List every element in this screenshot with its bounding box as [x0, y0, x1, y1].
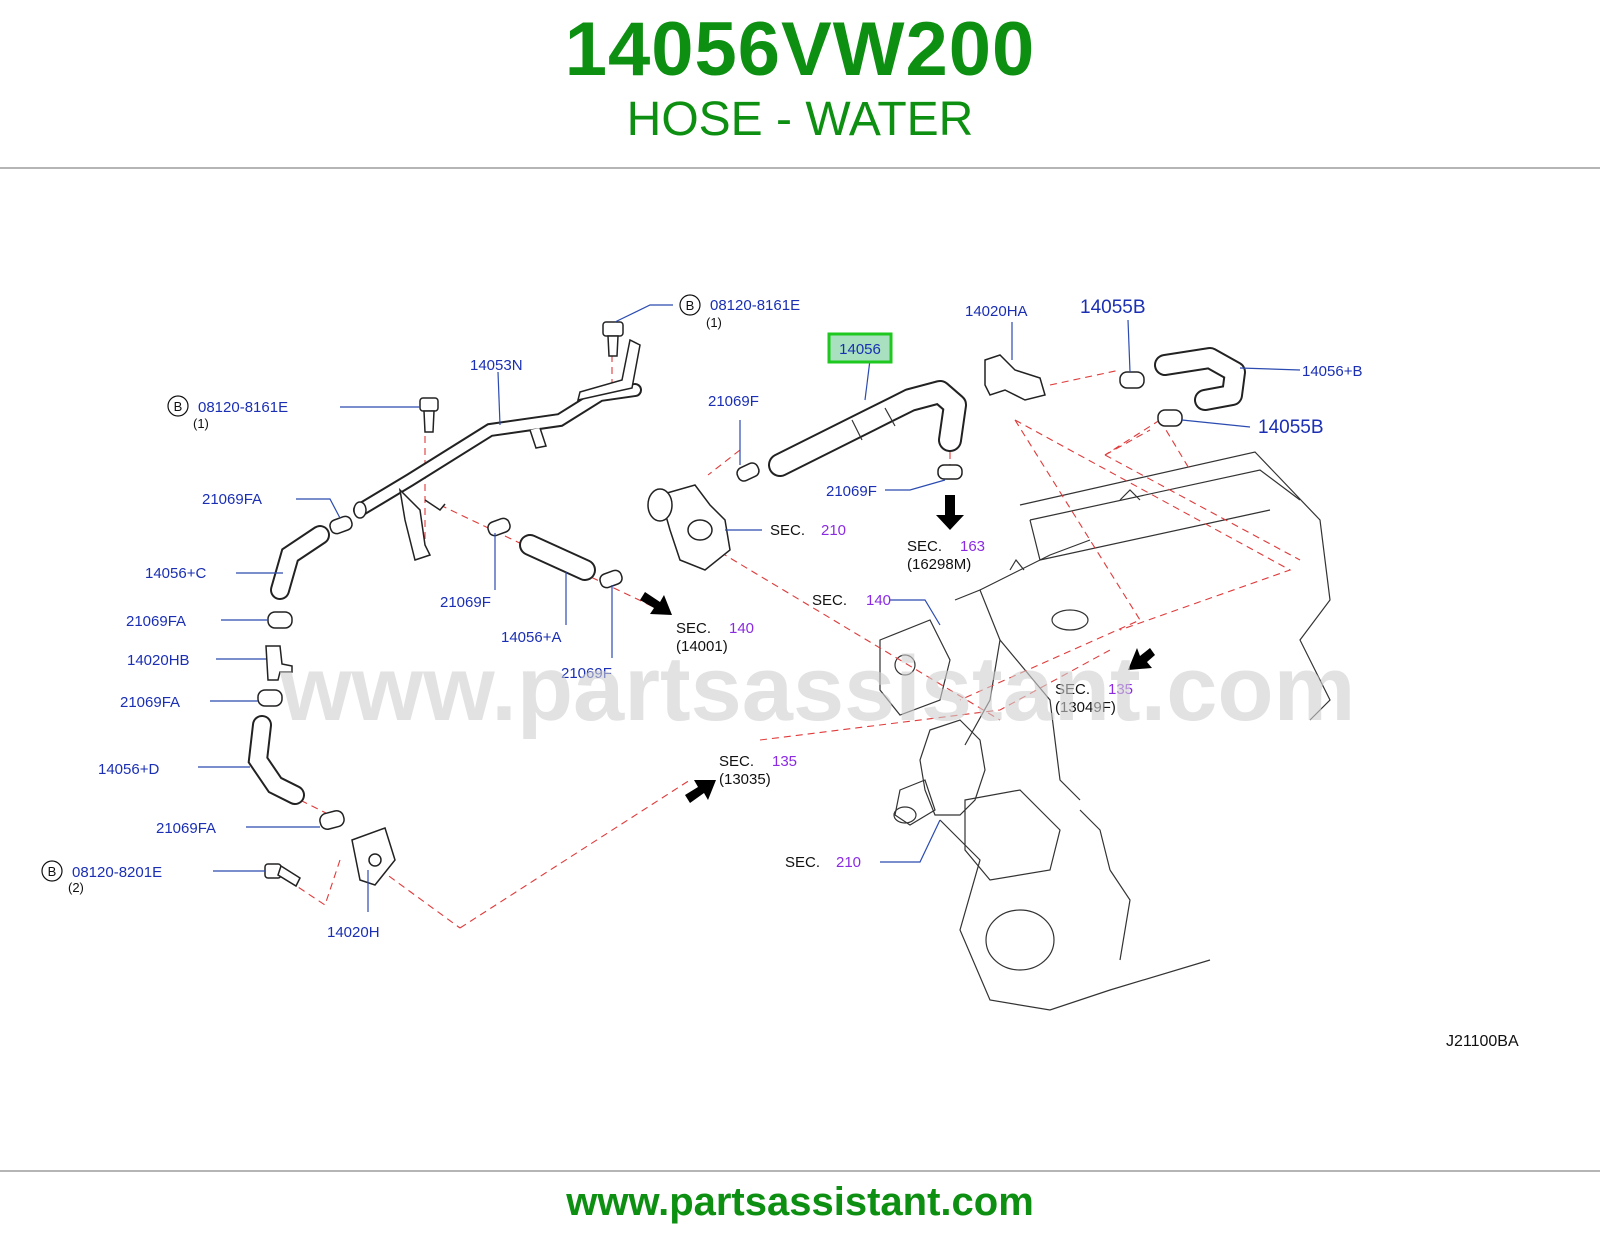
svg-text:135: 135	[772, 753, 797, 770]
svg-text:140: 140	[866, 592, 891, 609]
section-ref-135-13035[interactable]: SEC. 135 (13035)	[719, 753, 797, 788]
label-14056A[interactable]: 14056+A	[501, 629, 561, 646]
label-14020H[interactable]: 14020H	[327, 924, 380, 941]
label-14056D[interactable]: 14056+D	[98, 761, 159, 778]
label-21069F-low[interactable]: 21069F	[561, 665, 612, 682]
svg-text:B: B	[48, 864, 57, 879]
label-14056-highlight[interactable]: 14056	[839, 341, 881, 358]
section-ref-210-housing[interactable]: SEC. 210	[770, 522, 846, 539]
part-description: HOSE - WATER	[626, 93, 974, 146]
svg-text:SEC.: SEC.	[770, 522, 805, 539]
svg-text:(13049F): (13049F)	[1055, 699, 1116, 716]
bolt-08120-8161E-top[interactable]	[602, 321, 624, 357]
section-ref-135-13049F[interactable]: SEC. 135 (13049F)	[1055, 681, 1133, 716]
svg-text:140: 140	[729, 620, 754, 637]
bolt-ref-1[interactable]: B 08120-8161E (1)	[679, 294, 800, 330]
highlight-box	[827, 332, 893, 364]
svg-text:SEC.: SEC.	[907, 538, 942, 555]
svg-text:08120-8161E: 08120-8161E	[198, 399, 288, 416]
label-14055B-top[interactable]: 14055B	[1080, 297, 1146, 318]
diagram-code: J21100BA	[1446, 1033, 1519, 1050]
section-ref-163[interactable]: SEC. 163 (16298M)	[907, 538, 985, 573]
label-14056C[interactable]: 14056+C	[145, 565, 206, 582]
bolt-ref-3[interactable]: B 08120-8201E (2)	[41, 860, 162, 895]
clamp-21069FA-2[interactable]	[267, 611, 293, 629]
clamp-21069FA-1[interactable]	[328, 515, 353, 536]
label-21069F-mid[interactable]: 21069F	[440, 594, 491, 611]
bolt-ref-2[interactable]: B 08120-8161E (1)	[167, 395, 288, 431]
footer-divider	[0, 1170, 1600, 1172]
page-header: 14056VW200 HOSE - WATER	[0, 0, 1600, 168]
clamp-21069FA-4[interactable]	[318, 809, 345, 831]
label-21069F-top[interactable]: 21069F	[708, 393, 759, 410]
svg-text:(16298M): (16298M)	[907, 556, 971, 573]
clamp-14055B-top[interactable]	[1119, 371, 1145, 389]
svg-text:(2): (2)	[68, 880, 84, 895]
svg-text:SEC.: SEC.	[812, 592, 847, 609]
clamp-21069F-low[interactable]	[598, 569, 623, 590]
svg-text:SEC.: SEC.	[676, 620, 711, 637]
engine-block-outline	[879, 451, 1331, 1011]
arrow-sec-140	[640, 592, 672, 615]
label-21069FA-4[interactable]: 21069FA	[156, 820, 216, 837]
thermostat-housing[interactable]	[647, 484, 731, 571]
hose-14056A[interactable]	[519, 534, 596, 581]
section-ref-210-pump[interactable]: SEC. 210	[785, 854, 861, 871]
label-21069FA-2[interactable]: 21069FA	[126, 613, 186, 630]
section-ref-140-14001[interactable]: SEC. 140 (14001)	[676, 620, 754, 655]
svg-text:B: B	[174, 399, 183, 414]
hose-14056B[interactable]	[1154, 347, 1246, 411]
label-14020HA[interactable]: 14020HA	[965, 303, 1028, 320]
label-14053N[interactable]: 14053N	[470, 357, 523, 374]
clamp-21069FA-3[interactable]	[257, 689, 283, 707]
header-divider	[0, 167, 1600, 169]
svg-text:SEC.: SEC.	[785, 854, 820, 871]
clamp-21069F-mid[interactable]	[486, 517, 511, 538]
svg-text:(1): (1)	[706, 315, 722, 330]
arrow-sec-163	[936, 495, 964, 530]
svg-text:163: 163	[960, 538, 985, 555]
bolt-08120-8201E[interactable]	[264, 863, 301, 888]
clamp-21069F-right[interactable]	[937, 464, 963, 480]
clamp-14055B-low[interactable]	[1157, 409, 1183, 427]
footer-url-link[interactable]: www.partsassistant.com	[566, 1180, 1034, 1224]
label-21069F-right[interactable]: 21069F	[826, 483, 877, 500]
label-14055B-low[interactable]: 14055B	[1258, 417, 1324, 438]
hose-14056D[interactable]	[247, 715, 305, 805]
svg-text:(13035): (13035)	[719, 771, 771, 788]
svg-text:B: B	[686, 298, 695, 313]
hose-14056[interactable]	[768, 380, 967, 477]
svg-text:08120-8201E: 08120-8201E	[72, 864, 162, 881]
connector-14020HA[interactable]	[984, 354, 1046, 401]
svg-text:SEC.: SEC.	[719, 753, 754, 770]
svg-text:SEC.: SEC.	[1055, 681, 1090, 698]
label-14020HB[interactable]: 14020HB	[127, 652, 190, 669]
svg-text:08120-8161E: 08120-8161E	[710, 297, 800, 314]
part-number-title: 14056VW200	[564, 7, 1036, 92]
label-14056B[interactable]: 14056+B	[1302, 363, 1362, 380]
hose-14056C[interactable]	[270, 525, 330, 600]
fitting-14020H[interactable]	[351, 827, 396, 886]
svg-text:210: 210	[821, 522, 846, 539]
section-ref-140-pump[interactable]: SEC. 140	[812, 592, 891, 609]
arrow-sec-135-left	[685, 780, 716, 803]
leader-lines	[198, 304, 1301, 912]
connector-14020HB[interactable]	[265, 645, 293, 681]
watermark-text: www.partsassistant.com	[279, 638, 1355, 740]
clamp-21069F-top[interactable]	[735, 461, 761, 483]
svg-text:(14001): (14001)	[676, 638, 728, 655]
svg-text:(1): (1)	[193, 416, 209, 431]
svg-text:210: 210	[836, 854, 861, 871]
bolt-08120-8161E-left[interactable]	[419, 397, 439, 433]
water-pipe-14053N[interactable]	[353, 338, 642, 561]
svg-text:135: 135	[1108, 681, 1133, 698]
label-21069FA-3[interactable]: 21069FA	[120, 694, 180, 711]
arrow-sec-135-right	[1128, 648, 1155, 670]
label-21069FA-1[interactable]: 21069FA	[202, 491, 262, 508]
